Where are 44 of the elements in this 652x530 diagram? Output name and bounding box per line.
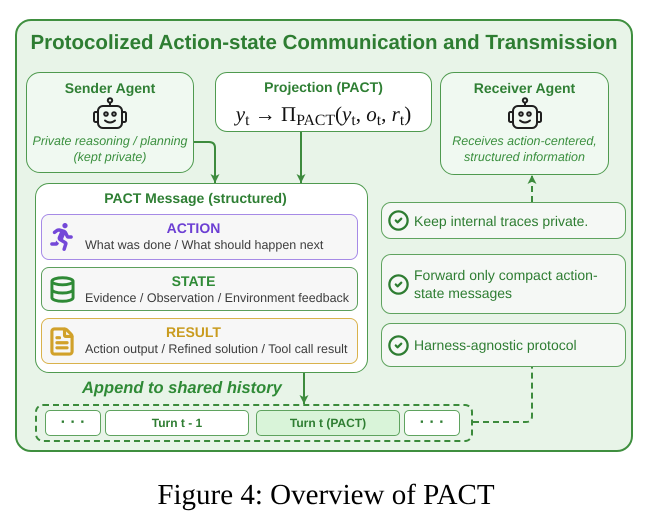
arrow <box>296 132 306 183</box>
field-title: RESULT <box>166 323 221 341</box>
note-text: Forward only compact action-state messages <box>414 266 599 302</box>
field-title: ACTION <box>166 219 220 237</box>
agent-description: Private reasoning / planning (kept private) <box>32 133 188 165</box>
turn-label: Turn t - 1 <box>152 415 202 431</box>
note-box <box>381 254 626 314</box>
agent-card <box>26 72 194 173</box>
projection-box <box>215 72 432 132</box>
field-card <box>41 318 358 364</box>
field-description: Evidence / Observation / Environment feedback <box>85 290 350 306</box>
field-title: STATE <box>172 272 216 290</box>
turn-card <box>256 410 400 436</box>
field-description: What was done / What should happen next <box>85 237 324 253</box>
ellipsis-text: · · · <box>420 414 444 432</box>
dashed-group-box <box>35 404 473 442</box>
arrow <box>194 141 220 183</box>
field-card <box>41 267 358 311</box>
dashed-arrow <box>528 175 536 202</box>
field-description: Action output / Refined solution / Tool call result <box>85 341 348 357</box>
note-text: Keep internal traces private. <box>414 212 588 230</box>
agent-title: Receiver Agent <box>474 79 576 97</box>
ellipsis-text: · · · <box>60 414 86 432</box>
arrow <box>300 373 308 404</box>
note-text: Harness-agnostic protocol <box>414 336 577 354</box>
turn-card <box>45 410 101 436</box>
note-box <box>381 323 626 367</box>
message-title: PACT Message (structured) <box>104 189 287 207</box>
projection-formula: y$_{t}$ → Π$_{PACT}$(y$_{t}$, o$_{t}$, r$_{t}$) <box>236 101 412 127</box>
figure-caption: Figure 4: Overview of PACT <box>157 478 495 512</box>
dashed-connector-line <box>473 367 533 423</box>
turn-label: Turn t (PACT) <box>290 415 366 431</box>
note-box <box>381 202 626 239</box>
panel-heading: Protocolized Action-state Communication and Transmission <box>30 31 618 55</box>
agent-card <box>440 72 609 175</box>
agent-title: Sender Agent <box>64 79 156 97</box>
diagram-panel <box>15 19 633 452</box>
turn-card <box>404 410 460 436</box>
agent-description: Receives action-centered, structured information <box>451 133 598 165</box>
turn-card <box>105 410 249 436</box>
message-panel <box>35 183 368 373</box>
edge-label: Append to shared history <box>82 378 282 398</box>
projection-title: Projection (PACT) <box>264 78 383 96</box>
field-card <box>41 214 358 260</box>
